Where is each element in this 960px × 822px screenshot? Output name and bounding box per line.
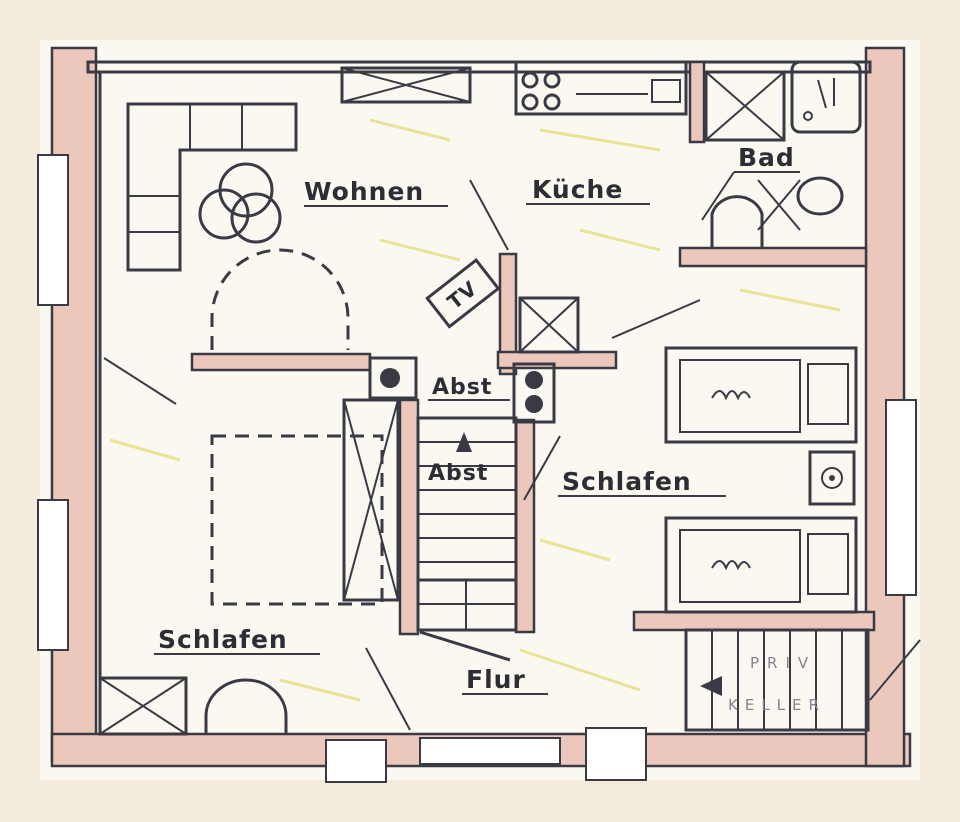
interior-walls	[190, 60, 876, 662]
cabinet-north	[340, 66, 472, 104]
cellar-note-priv: PRIV	[750, 654, 816, 672]
stove-burner	[521, 93, 539, 111]
stove-burner	[521, 71, 539, 89]
label-abst-upper: Abst	[432, 375, 492, 400]
label-schlafen-left: Schlafen	[158, 625, 288, 654]
windows	[37, 154, 917, 783]
flue-icon	[525, 371, 543, 389]
label-bad: Bad	[738, 143, 795, 172]
window-south-right	[585, 727, 647, 781]
cabinet-south-left	[98, 676, 188, 736]
wardrobe	[342, 398, 400, 602]
kitchen-cabinet	[518, 296, 580, 354]
leader-wohnen	[469, 179, 509, 251]
plan-sheet	[40, 40, 920, 780]
staircase-main	[416, 416, 561, 632]
kitchen-counter	[514, 60, 688, 116]
highlights	[109, 118, 841, 702]
wall-kitchen-living	[498, 252, 518, 376]
flue-icon	[525, 395, 543, 413]
label-wohnen: Wohnen	[304, 177, 424, 206]
entrance-door	[419, 737, 561, 765]
stove-burner	[543, 93, 561, 111]
wall-bath-bottom	[678, 246, 868, 268]
leader-abst	[523, 435, 561, 501]
bedroom-right-furniture	[664, 346, 858, 614]
wall-kitchen-bottom	[496, 350, 618, 370]
cellar-stair-well	[684, 628, 870, 732]
armchair	[204, 678, 288, 734]
staircase-cellar: PRIV KELLER	[684, 628, 921, 732]
bedroom-left-furniture	[98, 357, 411, 736]
toilet	[796, 176, 844, 216]
chimney-right	[512, 362, 556, 424]
window-east	[885, 399, 917, 596]
wall-stair-right	[514, 418, 536, 634]
shafts	[368, 356, 556, 424]
bath-cabinet	[704, 70, 786, 142]
corner-sofa	[126, 102, 298, 272]
nightstand-socket	[808, 450, 856, 506]
kitchen-sink	[651, 79, 681, 103]
leader-kitchen	[611, 299, 701, 339]
bed-lower	[664, 516, 858, 614]
window-west-upper	[37, 154, 69, 306]
washbasin	[710, 195, 764, 248]
window-west-lower	[37, 499, 69, 651]
bed-upper	[664, 346, 858, 444]
label-schlafen-right: Schlafen	[562, 467, 692, 496]
cellar-note-keller: KELLER	[728, 696, 826, 714]
door-swing-flur	[419, 630, 511, 662]
bed-scribble	[711, 390, 751, 401]
shower-tray	[790, 60, 862, 134]
wall-living-divider	[190, 352, 372, 372]
wall-stair-left	[398, 398, 420, 636]
living-furniture	[126, 66, 509, 350]
chimney-left	[368, 356, 418, 400]
window-south-left	[325, 739, 387, 783]
dining-table-dashed	[210, 248, 350, 350]
label-abst-stair: Abst	[428, 461, 488, 486]
leader-flur	[365, 647, 411, 731]
stair-up-arrow-icon	[456, 432, 472, 452]
label-kueche: Küche	[532, 175, 623, 204]
stove-burner	[543, 71, 561, 89]
wall-kitchen-bath	[688, 60, 706, 144]
leader-bedroom-left	[103, 357, 177, 405]
wall-bedroom-bottom	[632, 610, 876, 632]
stool-c	[230, 192, 282, 244]
label-flur: Flur	[466, 665, 526, 694]
stool-b	[198, 188, 250, 240]
flue-icon	[380, 368, 400, 388]
wall-north	[86, 60, 872, 74]
shower-drain-icon	[803, 111, 813, 121]
stair-down-arrow-icon	[700, 676, 722, 696]
kitchen-furniture	[514, 60, 701, 354]
bath-fixtures	[704, 60, 862, 248]
room-labels: Wohnen Küche Bad Abst Abst Schlafen Schl…	[154, 143, 800, 695]
bed-left-dashed	[210, 434, 384, 606]
